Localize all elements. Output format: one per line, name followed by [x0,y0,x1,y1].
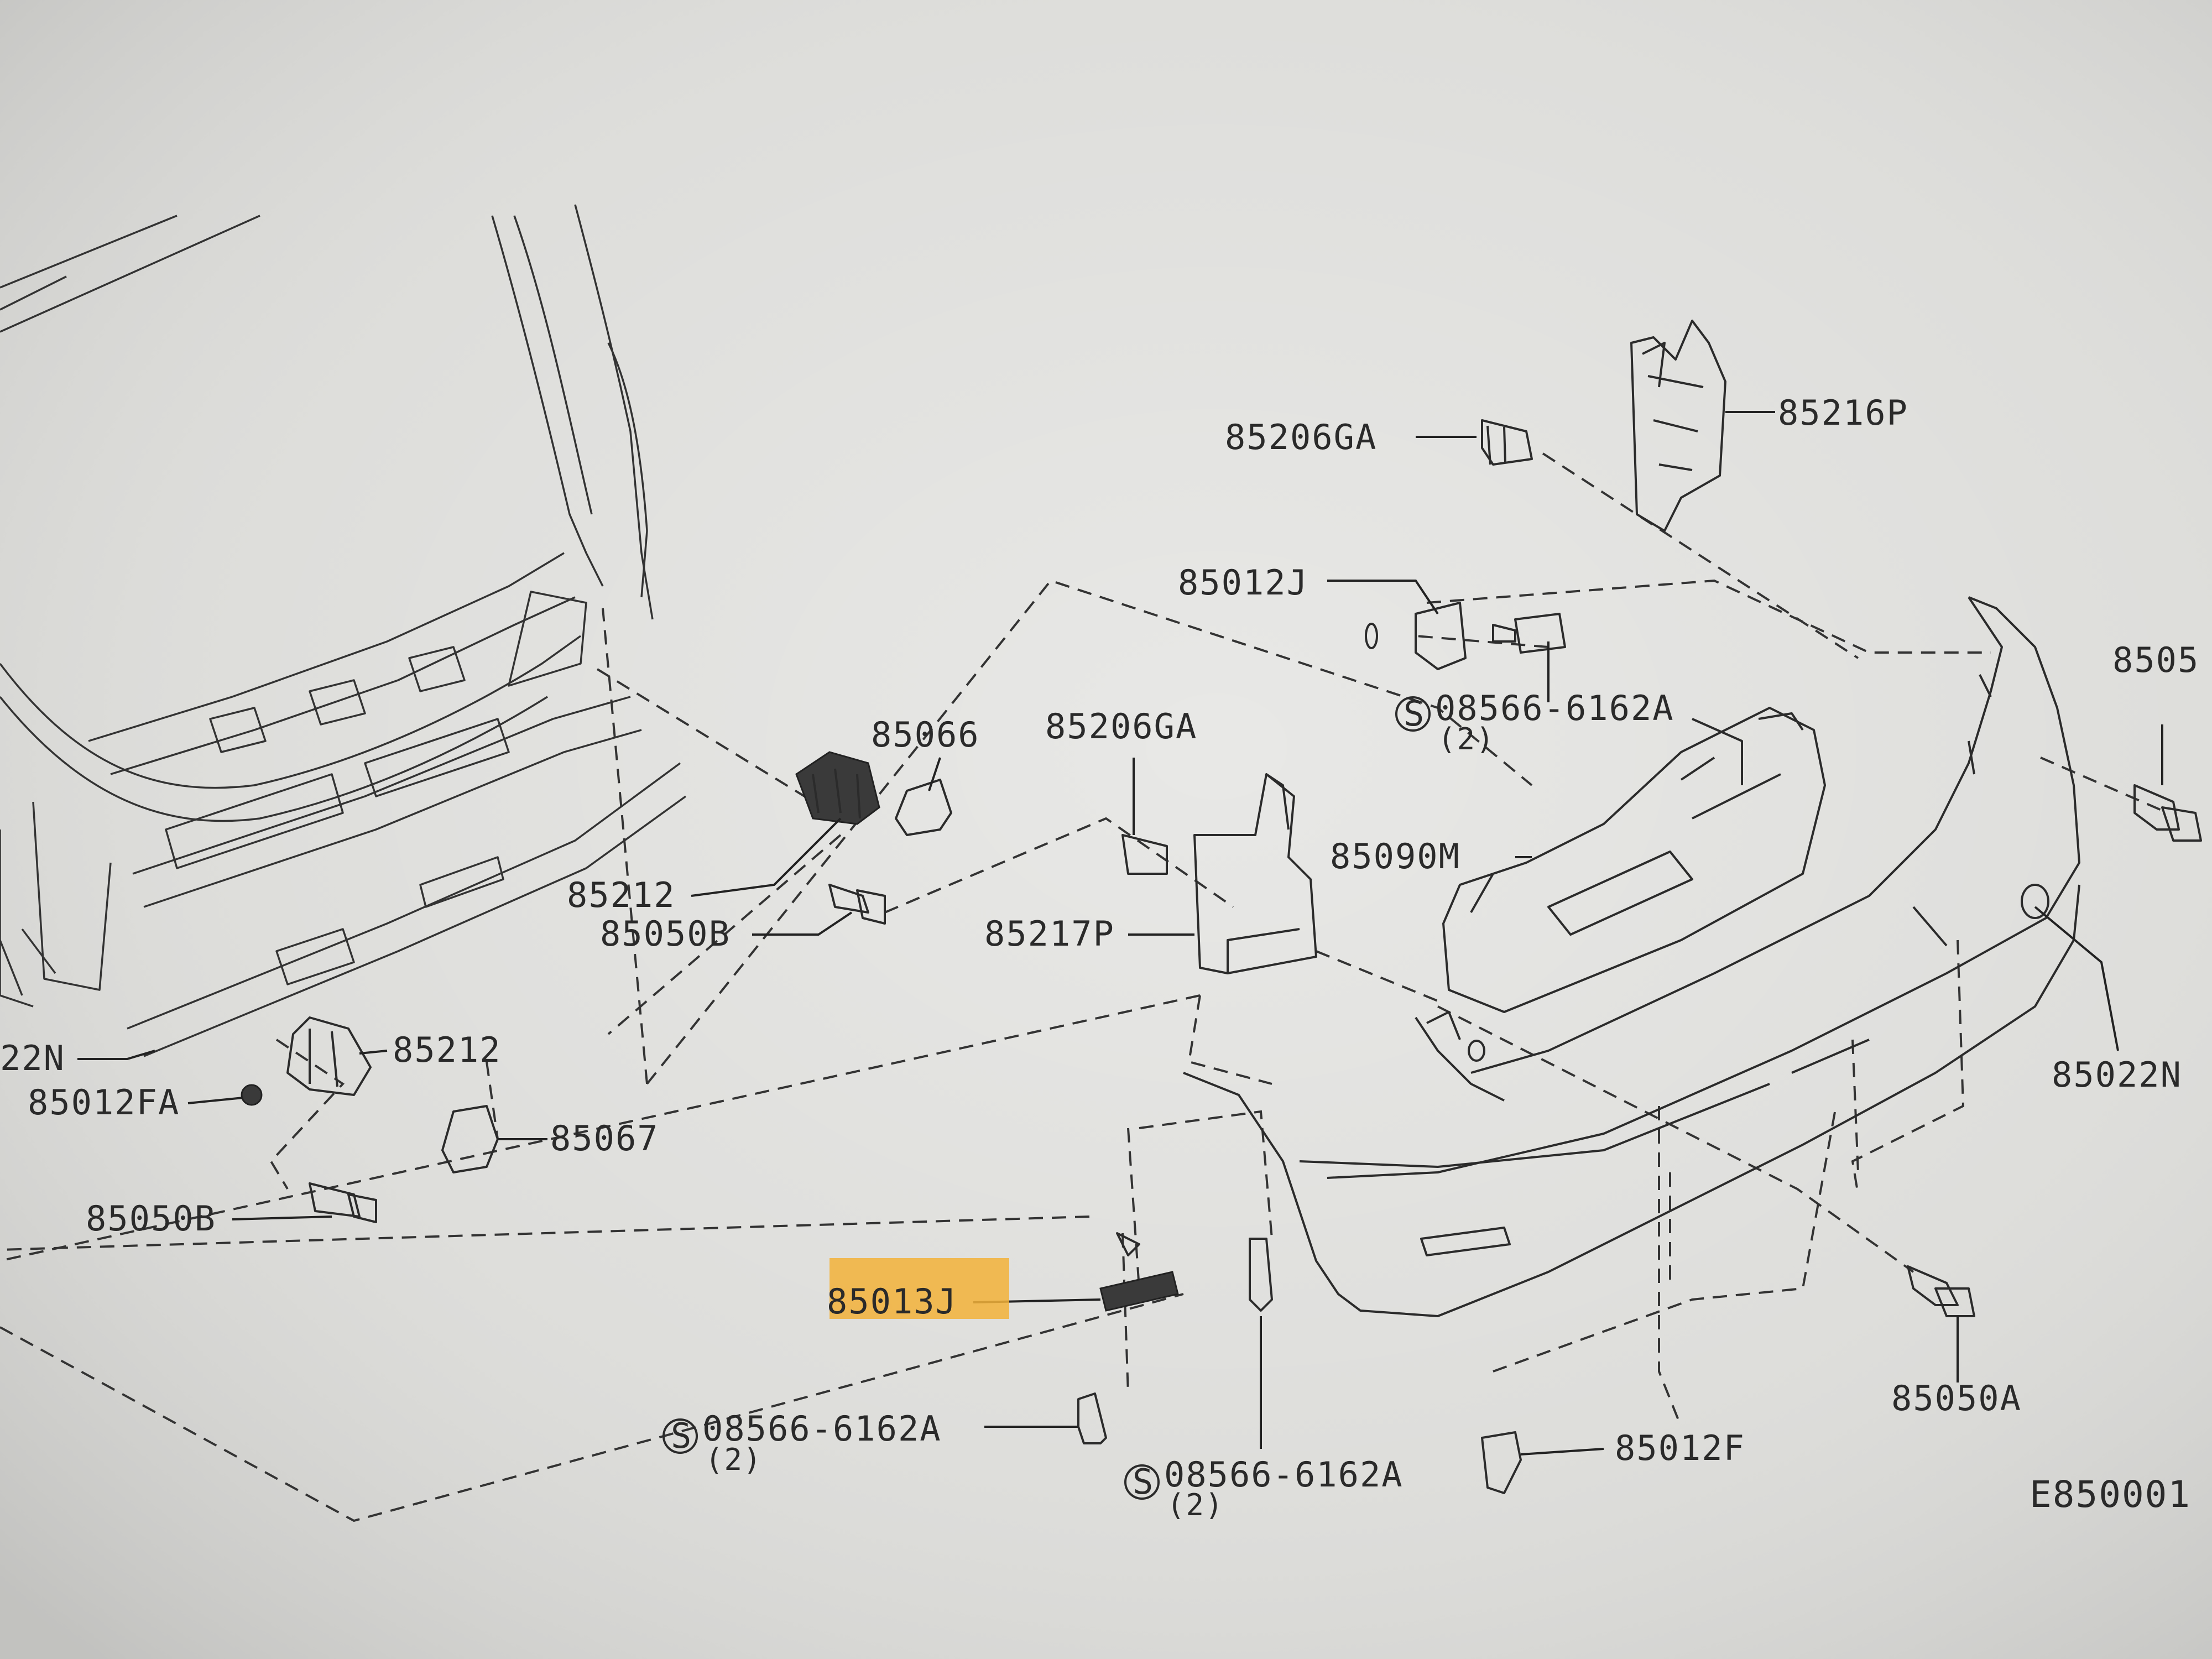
svg-text:S: S [671,1416,692,1456]
retainer-85013J [1099,1271,1179,1312]
svg-text:08566-6162A: 08566-6162A [702,1408,942,1449]
bracket-85012J [1415,602,1467,670]
callout-8505-right: 8505 [2112,640,2199,680]
callout-85090M: 85090M [1330,836,1460,877]
screw-08566-lower-right [1249,1238,1273,1312]
clip-85206GA-mid [1121,834,1168,875]
clip-85066 [895,779,952,836]
bracket-85216P [1630,320,1726,532]
screw-08566-top [1492,613,1566,654]
svg-text:S: S [1404,693,1425,734]
callout-85050A: 85050A [1891,1378,2022,1418]
svg-text:08566-6162A: 08566-6162A [1164,1454,1404,1495]
rear-bumper-fascia-85022N [1183,596,2080,1317]
callout-85067: 85067 [550,1118,659,1159]
bracket-85217P [1193,773,1317,974]
callout-85012F: 85012F [1615,1428,1745,1468]
bolt-85050B-upper [828,884,886,925]
callout-85050B-lower: 85050B [86,1198,216,1239]
clip-85206GA-top [1481,419,1533,466]
callout-08566-lower-right: S 08566-6162A (2) [1124,1454,1404,1522]
vehicle-rear-body [0,204,687,1057]
svg-text:(2): (2) [1438,722,1495,757]
svg-text:S: S [1133,1462,1154,1502]
bolt-85050B-lower [309,1182,377,1223]
callout-85066: 85066 [871,714,980,755]
callout-08566-top: S 08566-6162A (2) [1395,688,1674,757]
callout-85212-lower: 85212 [393,1030,502,1070]
part-highlight [830,1258,1009,1319]
assembly-dashed-lines [0,452,2168,1522]
svg-text:(2): (2) [705,1442,763,1477]
clip-85067 [441,1105,499,1173]
bolt-8505-right [2133,784,2202,842]
diagram-reference-code: E850001 [2030,1473,2191,1516]
callout-85013J: 85013J [827,1281,957,1322]
callout-85012J: 85012J [1178,562,1308,603]
callout-85050B-upper: 85050B [600,914,731,954]
absorber-85090M [1442,707,1826,1013]
leader-lines [77,411,2163,1455]
parts [241,320,2202,1494]
callout-85206GA-top: 85206GA [1225,417,1377,457]
callout-85012FA: 85012FA [28,1082,180,1123]
callout-85216P: 85216P [1778,393,1908,433]
bolt-85012F [1481,1431,1522,1494]
callout-22N: 22N [0,1038,65,1078]
callout-08566-lower-left: S 08566-6162A (2) [662,1408,942,1477]
svg-text:(2): (2) [1167,1488,1224,1522]
callout-85212-upper: 85212 [567,875,676,915]
clamp-85212-lower [286,1016,372,1096]
callout-85206GA-mid: 85206GA [1045,706,1197,747]
callout-85217P: 85217P [984,914,1115,954]
svg-text:08566-6162A: 08566-6162A [1435,688,1674,728]
callout-85022N: 85022N [2052,1055,2182,1095]
callout-labels: 85206GA 85216P 85012J S 08566-6162A (2) … [0,393,2199,1522]
bolt-85050A [1907,1265,1975,1317]
bolt-85012FA [241,1084,263,1106]
